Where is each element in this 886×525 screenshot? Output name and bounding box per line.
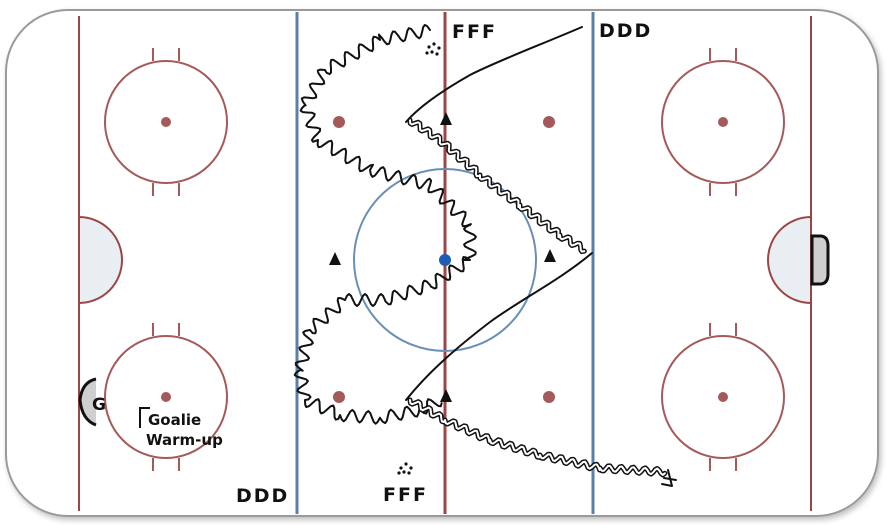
faceoff-dot-bottom-right: [718, 392, 728, 402]
goal-crease-right: [767, 215, 812, 305]
puck-carry-path-bottom-inner: [409, 399, 666, 476]
forward-skate-path-top: [299, 23, 477, 307]
goalie-note-bracket: [139, 407, 150, 428]
center-faceoff-dot: [439, 254, 451, 266]
faceoff-dot-bottom-left: [161, 392, 171, 402]
goal-net-left: [78, 377, 97, 427]
forward-skate-path-bottom: [293, 297, 443, 425]
forwards-label-top: FFF: [452, 21, 497, 43]
puck-pile-icon-top: [425, 42, 441, 56]
goalie-note-line2: Warm-up: [146, 431, 223, 449]
goal-crease-left: [78, 215, 123, 305]
neutral-dot-bottom-left: [333, 391, 345, 403]
cone-icon-right: [544, 249, 556, 262]
goal-net-right: [810, 234, 830, 286]
faceoff-dot-top-right: [718, 117, 728, 127]
cone-icon-left: [329, 252, 341, 265]
neutral-dot-top-right: [543, 116, 555, 128]
faceoff-circle-top-left: [104, 48, 228, 196]
defense-pass-path-bottom: [405, 252, 593, 401]
center-circle: [353, 168, 537, 352]
goalie-marker: G: [92, 395, 106, 415]
defense-label-bottom: DDD: [236, 485, 289, 507]
shot-mark-icon: [661, 469, 677, 487]
defense-pass-path-top: [405, 26, 583, 123]
faceoff-circle-bottom-right: [661, 323, 785, 471]
puck-pile-icon-bottom: [397, 462, 413, 475]
faceoff-dot-top-left: [161, 117, 171, 127]
forwards-label-bottom: FFF: [383, 484, 428, 506]
goalie-note-line1: Goalie: [148, 411, 201, 429]
cone-icon-bottom: [440, 389, 452, 402]
neutral-dot-top-left: [333, 116, 345, 128]
faceoff-circle-bottom-left: [104, 323, 228, 471]
skater-paths: [293, 23, 677, 487]
faceoff-circle-top-right: [661, 48, 785, 196]
neutral-dot-bottom-right: [543, 391, 555, 403]
cone-icon-top: [440, 112, 452, 125]
puck-carry-path-top-inner: [409, 119, 586, 253]
defense-label-top: DDD: [599, 20, 652, 42]
